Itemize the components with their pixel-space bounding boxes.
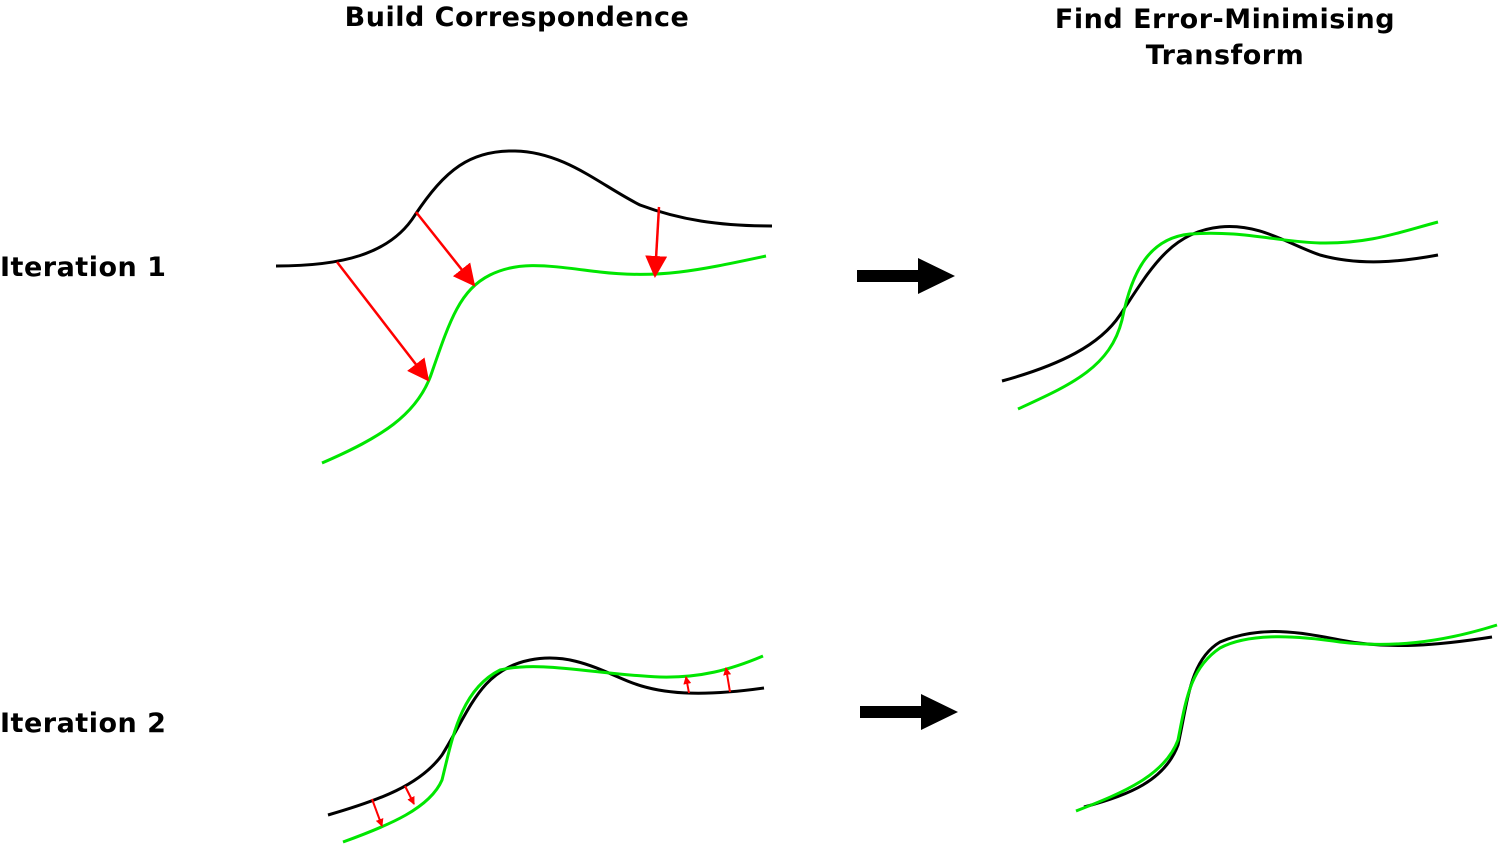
column-title-find-transform: Find Error-Minimising Transform — [1000, 2, 1450, 74]
iter2-reference-curve — [327, 656, 765, 817]
iter1-correspondence-arrow-1 — [336, 261, 430, 382]
iter1-transform-panel — [1001, 220, 1439, 411]
iter1-correspondence-panel — [275, 149, 773, 465]
iter1-moving-curve — [321, 254, 767, 465]
iter2-correspondence-arrow-2 — [404, 785, 415, 805]
column-title-find-transform-line2: Transform — [1145, 40, 1305, 71]
iter1-reference-curve — [275, 149, 773, 268]
iter2-correspondence-panel — [327, 654, 765, 844]
iter1-step-arrow — [857, 258, 955, 294]
row-label-iteration-2: Iteration 2 — [0, 708, 167, 739]
column-title-build-correspondence: Build Correspondence — [344, 2, 690, 33]
iter1-correspondence-arrow-2 — [415, 211, 476, 287]
iter2-correspondence-arrow-1 — [371, 798, 384, 827]
row-label-iteration-1: Iteration 1 — [0, 252, 167, 283]
iter1-transformed-reference-curve — [1001, 225, 1439, 383]
iter2-transformed-moving-curve — [1075, 623, 1498, 813]
iter2-transform-panel — [1075, 623, 1498, 813]
iter2-moving-curve — [342, 654, 764, 844]
iter2-transformed-reference-curve — [1083, 630, 1493, 809]
iter2-correspondence-arrow-3 — [683, 676, 692, 694]
iter1-transformed-moving-curve — [1017, 220, 1439, 411]
iter1-correspondence-arrow-3 — [645, 206, 668, 278]
iter2-correspondence-arrow-4 — [723, 667, 732, 693]
column-title-find-transform-line1: Find Error-Minimising — [1054, 4, 1396, 35]
iter2-step-arrow — [860, 694, 958, 730]
